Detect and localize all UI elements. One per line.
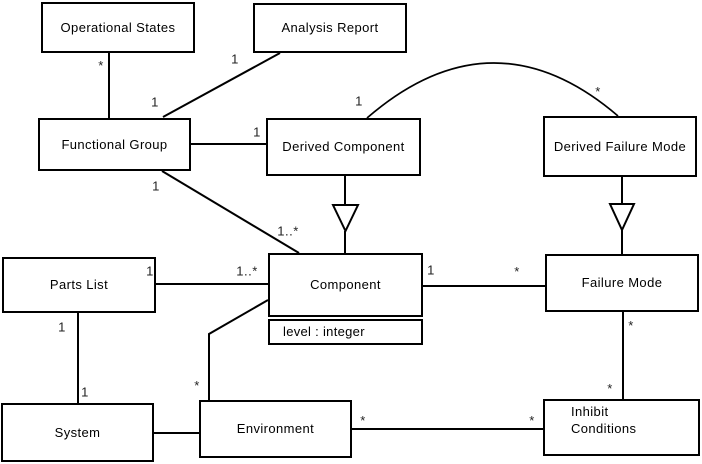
- class-box-functional-group[interactable]: Functional Group: [38, 118, 191, 171]
- class-label: Environment: [236, 421, 315, 436]
- class-box-derived-component[interactable]: Derived Component: [266, 118, 421, 176]
- multiplicity-component-fg: 1..*: [277, 223, 299, 239]
- class-box-component[interactable]: Component: [268, 253, 423, 317]
- class-label: Failure Mode: [581, 275, 663, 290]
- class-box-system[interactable]: System: [1, 403, 154, 462]
- multiplicity-environment-component: *: [194, 378, 200, 394]
- multiplicity-derived-component-arc: 1: [355, 93, 363, 109]
- edge-derived-component-derived-failure-mode-arc: [366, 62, 619, 119]
- class-box-derived-failure-mode[interactable]: Derived Failure Mode: [543, 116, 697, 177]
- edge-functional-group-component: [161, 170, 300, 254]
- class-label: Functional Group: [61, 136, 168, 152]
- class-box-operational-states[interactable]: Operational States: [41, 2, 195, 53]
- class-label: Component: [310, 277, 381, 292]
- multiplicity-functional-group-component: 1: [152, 178, 160, 194]
- multiplicity-derived-component-fg: 1: [253, 124, 261, 140]
- multiplicity-system-parts-list: 1: [81, 384, 89, 400]
- class-label-line1: Inhibit: [571, 404, 609, 419]
- class-label: System: [54, 424, 101, 440]
- class-label: Operational States: [60, 19, 176, 35]
- multiplicity-failure-mode-inhibit: *: [628, 318, 634, 334]
- class-label: Parts List: [49, 277, 109, 292]
- edge-analysis-report-functional-group: [162, 52, 281, 118]
- multiplicity-operational-states: *: [98, 58, 104, 74]
- multiplicity-inhibit-failure-mode: *: [607, 381, 613, 397]
- multiplicity-parts-list-system: 1: [58, 319, 66, 335]
- class-label: Analysis Report: [281, 20, 379, 35]
- class-box-parts-list[interactable]: Parts List: [2, 257, 156, 313]
- class-box-environment[interactable]: Environment: [199, 400, 352, 458]
- attribute-label: level : integer: [283, 324, 365, 339]
- class-box-component-attributes[interactable]: level : integer: [268, 319, 423, 345]
- class-box-analysis-report[interactable]: Analysis Report: [253, 3, 407, 53]
- class-label: Derived Component: [282, 139, 405, 154]
- multiplicity-component-parts-list: 1..*: [236, 263, 258, 279]
- multiplicity-failure-mode-component: *: [514, 264, 520, 280]
- multiplicity-parts-list-component: 1: [146, 263, 154, 279]
- multiplicity-analysis-report: 1: [231, 51, 239, 67]
- generalization-arrowhead-failure-mode-icon: [608, 203, 636, 233]
- multiplicity-component-failure-mode: 1: [427, 262, 435, 278]
- class-label-line2: Conditions: [571, 421, 637, 436]
- multiplicity-derived-failure-mode-arc: *: [595, 84, 601, 100]
- multiplicity-inhibit-environment: *: [529, 413, 535, 429]
- edge-component-environment: [208, 299, 269, 400]
- multiplicity-environment-inhibit: *: [360, 413, 366, 429]
- class-box-inhibit-conditions[interactable]: Inhibit Conditions: [543, 399, 700, 456]
- multiplicity-functional-group-ar: 1: [151, 94, 159, 110]
- generalization-arrowhead-component-icon: [331, 204, 360, 234]
- class-label: Derived Failure Mode: [553, 138, 687, 154]
- class-box-failure-mode[interactable]: Failure Mode: [545, 254, 699, 312]
